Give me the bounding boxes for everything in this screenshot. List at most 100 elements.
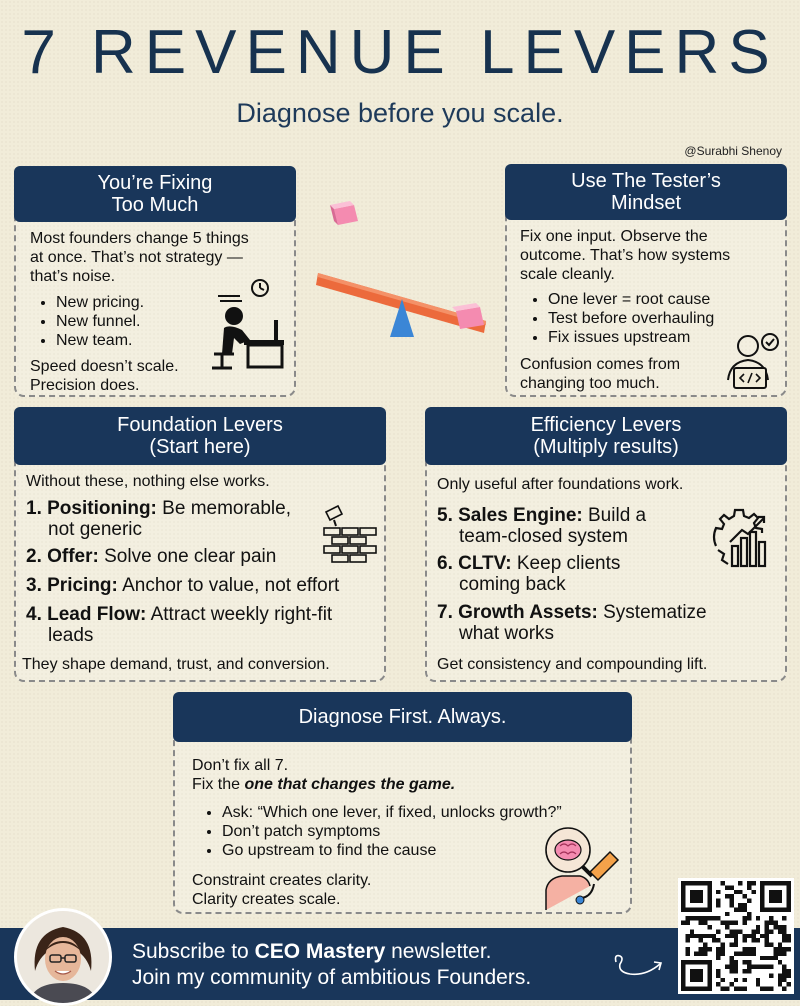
list-item: Test before overhauling	[548, 309, 798, 328]
lever-label: 1. Positioning:	[26, 498, 157, 519]
gear-growth-chart-icon	[712, 508, 767, 568]
diagnose-line2-prefix: Fix the	[192, 776, 245, 793]
qr-code[interactable]	[678, 878, 794, 994]
qr-code-icon	[681, 881, 791, 991]
lever-text: Keep clients	[511, 553, 621, 574]
efficiency-title-line1: Efficiency Levers	[530, 414, 682, 436]
footer-line2: Join my community of ambitious Founders.	[132, 966, 532, 989]
lever-text: Solve one clear pain	[98, 546, 277, 567]
lever-text: Anchor to value, not effort	[117, 575, 340, 596]
foundation-title-line1: Foundation Levers	[117, 414, 283, 436]
diagnose-bullet-list: Ask: “Which one lever, if fixed, unlocks…	[204, 803, 642, 860]
diagnose-outro: Constraint creates clarity. Clarity crea…	[192, 871, 492, 909]
tester-intro-line3: scale cleanly.	[520, 266, 615, 283]
lever-text: Systematize	[597, 602, 707, 623]
seesaw-illustration	[316, 201, 486, 337]
tester-intro: Fix one input. Observe the outcome. That…	[520, 227, 782, 284]
fixing-outro-line1: Speed doesn’t scale.	[30, 358, 179, 375]
foundation-intro: Without these, nothing else works.	[26, 473, 270, 490]
lever-text-cont: what works	[459, 623, 555, 644]
lever-text: Be memorable,	[156, 498, 292, 519]
page-subtitle: Diagnose before you scale.	[236, 98, 564, 128]
diagnose-outro-line1: Constraint creates clarity.	[192, 872, 372, 889]
fixing-intro: Most founders change 5 things at once. T…	[30, 229, 292, 286]
lever-label: 4. Lead Flow:	[26, 604, 147, 625]
lever-positioning: 1. Positioning: Be memorable, not generi…	[26, 498, 336, 540]
diagnose-title: Diagnose First. Always.	[298, 706, 507, 728]
lever-cltv: 6. CLTV: Keep clients coming back	[437, 553, 727, 595]
seesaw-pivot-icon	[390, 299, 414, 337]
footer-line1-prefix: Subscribe to	[132, 940, 255, 963]
list-item: Go upstream to find the cause	[222, 841, 642, 860]
efficiency-levers-header: Efficiency Levers (Multiply results)	[425, 407, 787, 465]
lever-offer: 2. Offer: Solve one clear pain	[26, 546, 336, 567]
footer-line1-suffix: newsletter.	[385, 940, 492, 963]
foundation-outro: They shape demand, trust, and conversion…	[22, 656, 330, 673]
list-item: New team.	[56, 331, 226, 350]
tester-title-line2: Mindset	[610, 192, 682, 214]
list-item: Don’t patch symptoms	[222, 822, 642, 841]
fixing-intro-line2: at once. That’s not strategy —	[30, 249, 243, 266]
lever-label: 6. CLTV:	[437, 553, 512, 574]
newsletter-brand: CEO Mastery	[254, 940, 386, 963]
list-item: Fix issues upstream	[548, 328, 798, 347]
fixing-intro-line3: that’s noise.	[30, 268, 116, 285]
foundation-levers-card	[14, 450, 386, 682]
page-title: 7 REVENUE LEVERS	[21, 18, 779, 87]
efficiency-title-line2: (Multiply results)	[533, 436, 679, 458]
diagnose-line2: Fix the one that changes the game.	[192, 775, 612, 794]
author-avatar	[14, 908, 112, 1006]
fixing-outro: Speed doesn’t scale. Precision does.	[30, 357, 230, 395]
fixing-bullet-list: New pricing. New funnel. New team.	[38, 293, 226, 350]
list-item: Ask: “Which one lever, if fixed, unlocks…	[222, 803, 642, 822]
lever-lead-flow: 4. Lead Flow: Attract weekly right-fit l…	[26, 604, 386, 646]
brick-wall-icon	[323, 504, 377, 563]
diagnose-line1: Don’t fix all 7.	[192, 757, 289, 774]
tester-bullet-list: One lever = root cause Test before overh…	[530, 290, 798, 347]
author-handle: @Surabhi Shenoy	[684, 144, 782, 158]
lever-text: Attract weekly right-fit	[146, 604, 333, 625]
lever-text-cont: not generic	[48, 519, 143, 540]
diagnose-first-header: Diagnose First. Always.	[173, 692, 632, 742]
developer-icon	[727, 333, 779, 389]
brain-diagnosis-icon	[545, 827, 620, 910]
foundation-title-line2: (Start here)	[149, 436, 251, 458]
diagnose-line2-emphasis: one that changes the game.	[244, 776, 456, 793]
fixing-outro-line2: Precision does.	[30, 377, 140, 394]
tester-mindset-header: Use The Tester’s Mindset	[505, 164, 787, 220]
list-item: New pricing.	[56, 293, 226, 312]
fixing-title-line2: Too Much	[111, 194, 199, 216]
list-item: New funnel.	[56, 312, 226, 331]
efficiency-intro: Only useful after foundations work.	[437, 476, 684, 493]
tester-intro-line2: outcome. That’s how systems	[520, 247, 731, 264]
lever-text: Build a	[582, 505, 647, 526]
list-item: One lever = root cause	[548, 290, 798, 309]
stressed-worker-icon	[212, 279, 284, 370]
tester-intro-line1: Fix one input. Observe the	[520, 228, 708, 245]
lever-text-cont: leads	[48, 625, 94, 646]
lever-growth-assets: 7. Growth Assets: Systematize what works	[437, 602, 777, 644]
tester-outro-line2: changing too much.	[520, 375, 660, 392]
lever-label: 5. Sales Engine:	[437, 505, 583, 526]
lever-label: 3. Pricing:	[26, 575, 118, 596]
lever-sales-engine: 5. Sales Engine: Build a team-closed sys…	[437, 505, 727, 547]
fixing-title-line1: You’re Fixing	[97, 172, 213, 194]
tester-title-line1: Use The Tester’s	[571, 170, 721, 192]
lever-text-cont: team-closed system	[459, 526, 628, 547]
tester-outro-line1: Confusion comes from	[520, 356, 681, 373]
lever-text-cont: coming back	[459, 574, 566, 595]
fixing-intro-line1: Most founders change 5 things	[30, 230, 249, 247]
fixing-too-much-header: You’re Fixing Too Much	[14, 166, 296, 222]
footer-line1: Subscribe to CEO Mastery newsletter.	[132, 940, 492, 964]
efficiency-outro: Get consistency and compounding lift.	[437, 656, 708, 673]
lever-label: 7. Growth Assets:	[437, 602, 598, 623]
newsletter-banner[interactable]: Subscribe to CEO Mastery newsletter. Joi…	[0, 928, 800, 1000]
cube-bottom-icon	[452, 303, 484, 329]
lever-pricing: 3. Pricing: Anchor to value, not effort	[26, 575, 386, 596]
curved-arrow-icon	[614, 954, 663, 976]
author-portrait-icon	[17, 911, 109, 1003]
foundation-levers-header: Foundation Levers (Start here)	[14, 407, 386, 465]
diagnose-outro-line2: Clarity creates scale.	[192, 891, 341, 908]
tester-outro: Confusion comes from changing too much.	[520, 355, 720, 393]
efficiency-levers-card	[425, 450, 787, 682]
